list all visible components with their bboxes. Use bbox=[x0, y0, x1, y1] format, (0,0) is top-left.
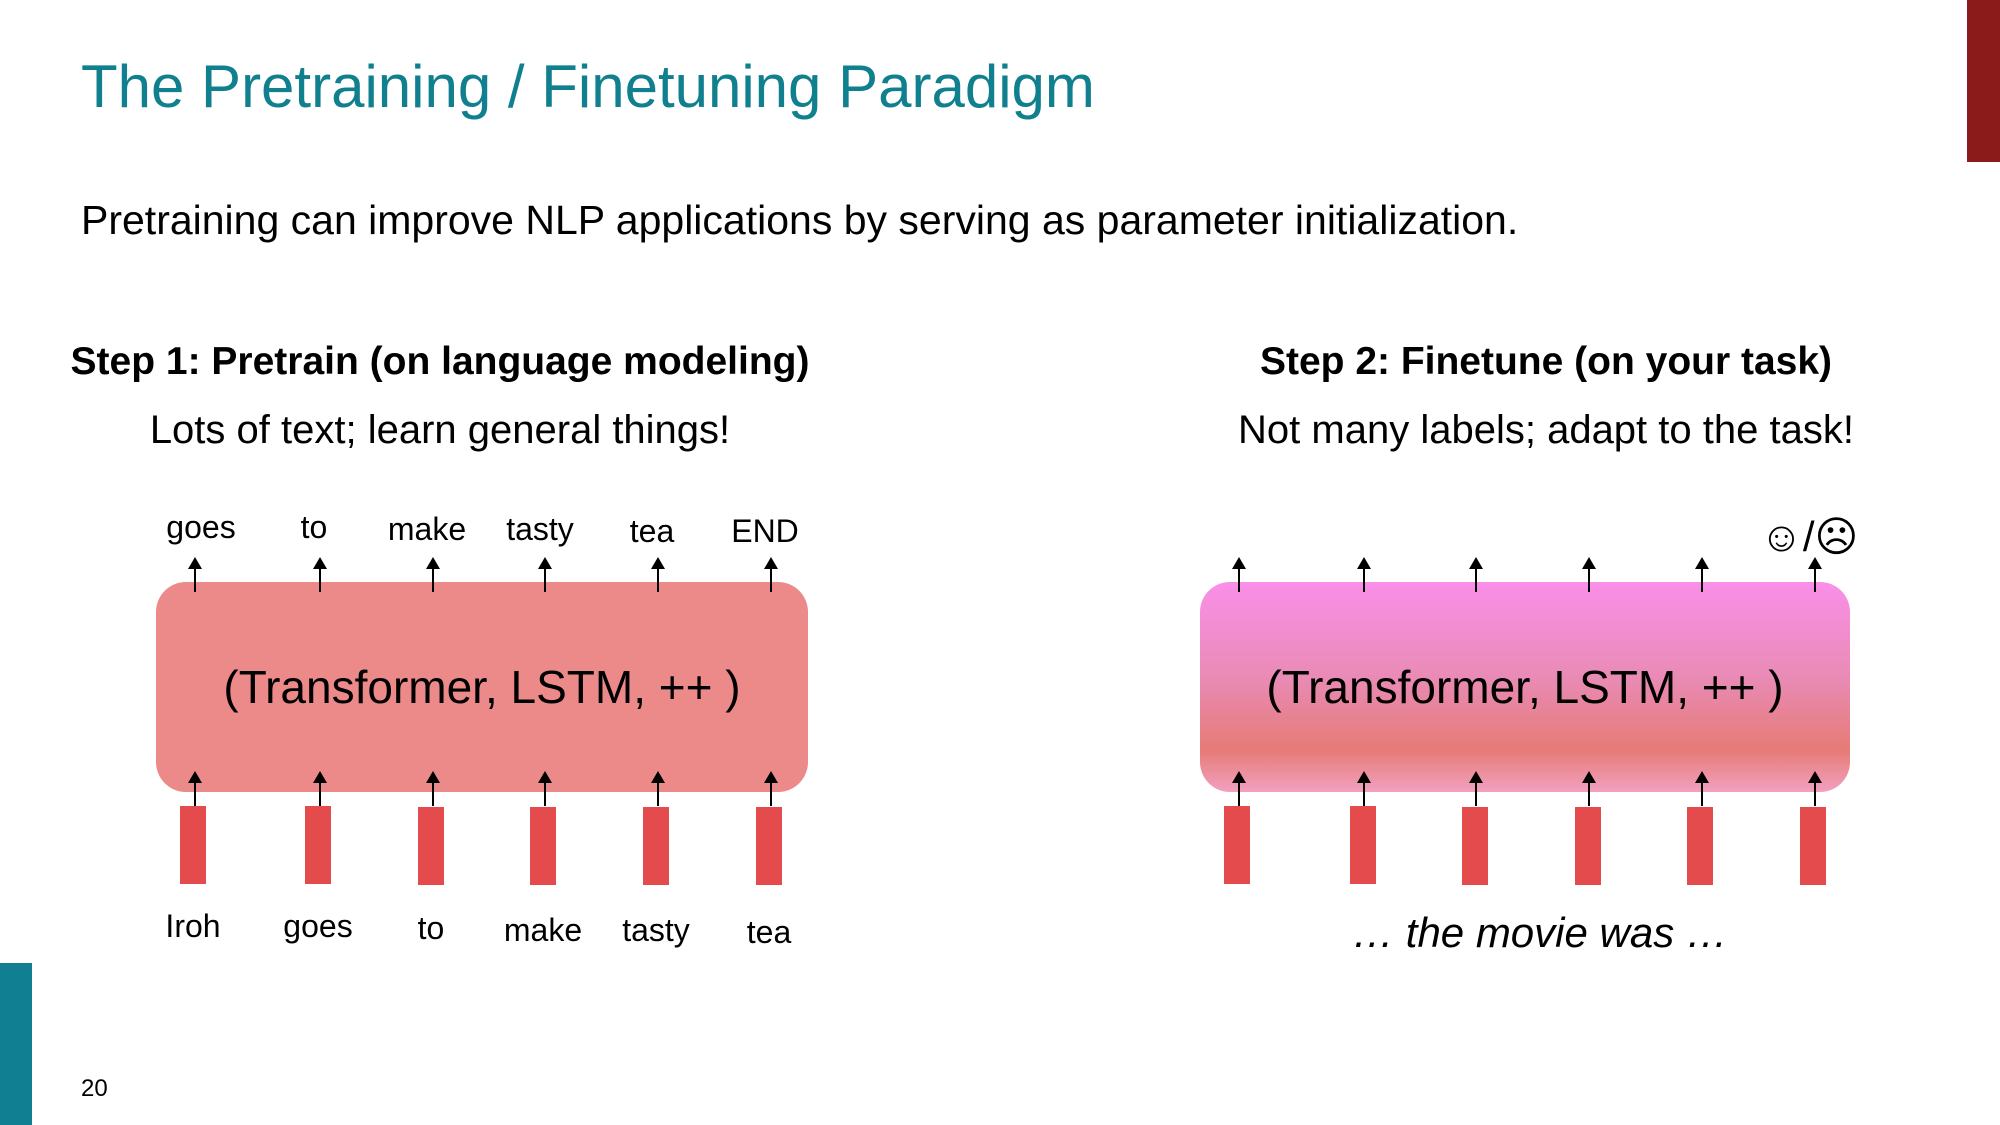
input-arrow bbox=[651, 771, 665, 806]
input-arrow bbox=[1695, 771, 1709, 806]
output-arrow bbox=[1695, 557, 1709, 592]
output-arrow bbox=[651, 557, 665, 592]
pretrain-model-box: (Transformer, LSTM, ++ ) bbox=[156, 582, 808, 792]
pretrain-output-word: END bbox=[731, 513, 799, 549]
embedding-block bbox=[1800, 807, 1826, 885]
input-arrow bbox=[1357, 771, 1371, 806]
pretrain-input-word: Iroh bbox=[165, 908, 221, 944]
output-arrow bbox=[1808, 557, 1822, 592]
corner-accent-bar bbox=[1967, 0, 2000, 162]
embedding-block bbox=[305, 806, 331, 884]
slide-title: The Pretraining / Finetuning Paradigm bbox=[81, 53, 1095, 120]
pretrain-output-word: to bbox=[300, 509, 328, 545]
finetune-panel: Step 2: Finetune (on your task) Not many… bbox=[1146, 340, 1946, 980]
output-arrow bbox=[1357, 557, 1371, 592]
output-arrow bbox=[1469, 557, 1483, 592]
pretrain-output-word: make bbox=[387, 511, 467, 547]
pretrain-output-word: tasty bbox=[506, 511, 574, 547]
embedding-block bbox=[1575, 807, 1601, 885]
input-arrow bbox=[188, 771, 202, 806]
pretrain-input-word: to bbox=[417, 910, 445, 946]
slide-number: 20 bbox=[81, 1075, 108, 1102]
finetune-step-title: Step 2: Finetune (on your task) bbox=[1259, 340, 1833, 383]
output-arrow bbox=[1582, 557, 1596, 592]
input-arrow bbox=[426, 771, 440, 806]
input-arrow bbox=[1582, 771, 1596, 806]
embedding-block bbox=[756, 807, 782, 885]
pretrain-output-word: tea bbox=[629, 513, 675, 549]
pretrain-input-word: tea bbox=[746, 914, 792, 950]
output-arrow bbox=[188, 557, 202, 592]
input-arrow bbox=[313, 771, 327, 806]
output-arrow bbox=[1232, 557, 1246, 592]
finetune-step-subtitle: Not many labels; adapt to the task! bbox=[1238, 408, 1854, 452]
input-arrow bbox=[1469, 771, 1483, 806]
pretrain-model-label: (Transformer, LSTM, ++ ) bbox=[223, 661, 741, 713]
pretrain-input-word: make bbox=[503, 912, 583, 948]
sentiment-label: ☺/☹ bbox=[1760, 513, 1859, 560]
side-accent-bar bbox=[0, 963, 32, 1125]
pretrain-input-word: tasty bbox=[622, 912, 690, 948]
output-arrow bbox=[313, 557, 327, 592]
output-arrow bbox=[538, 557, 552, 592]
input-arrow bbox=[764, 771, 778, 806]
input-arrow bbox=[1808, 771, 1822, 806]
finetune-model-label: (Transformer, LSTM, ++ ) bbox=[1266, 661, 1784, 713]
embedding-block bbox=[1350, 806, 1376, 884]
pretrain-step-subtitle: Lots of text; learn general things! bbox=[149, 408, 731, 452]
finetune-model-box: (Transformer, LSTM, ++ ) bbox=[1200, 582, 1850, 792]
embedding-block bbox=[530, 807, 556, 885]
finetune-input-caption: … the movie was … bbox=[1352, 909, 1728, 956]
embedding-block bbox=[1462, 807, 1488, 885]
embedding-block bbox=[418, 807, 444, 885]
embedding-block bbox=[180, 806, 206, 884]
embedding-block bbox=[1687, 807, 1713, 885]
pretrain-panel: Step 1: Pretrain (on language modeling) … bbox=[60, 340, 940, 980]
embedding-block bbox=[1224, 806, 1250, 884]
pretrain-step-title: Step 1: Pretrain (on language modeling) bbox=[70, 340, 810, 383]
input-arrow bbox=[538, 771, 552, 806]
pretrain-input-word: goes bbox=[283, 908, 353, 944]
embedding-block bbox=[643, 807, 669, 885]
slide-subtitle: Pretraining can improve NLP applications… bbox=[81, 197, 1519, 243]
pretrain-output-word: goes bbox=[166, 509, 236, 545]
output-arrow bbox=[426, 557, 440, 592]
output-arrow bbox=[764, 557, 778, 592]
input-arrow bbox=[1232, 771, 1246, 806]
